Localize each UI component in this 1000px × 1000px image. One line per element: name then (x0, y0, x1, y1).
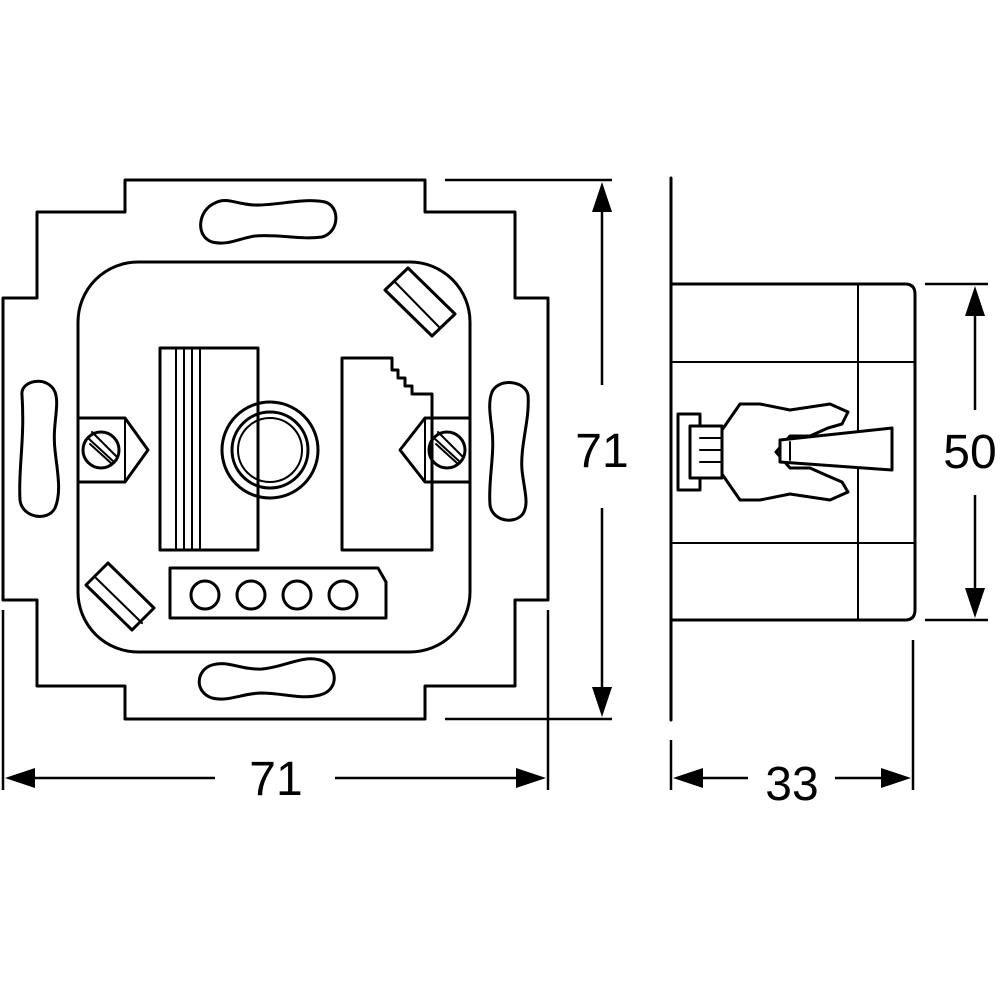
left-screw-terminal (76, 416, 150, 484)
side-height-dimension: 50 (925, 282, 997, 622)
bottom-left-clip (84, 561, 156, 632)
insert-body (76, 260, 472, 654)
left-slot (18, 380, 61, 518)
side-view (669, 176, 917, 722)
top-right-clip (383, 266, 457, 338)
right-slot (488, 381, 530, 522)
front-width-label: 71 (249, 753, 302, 806)
left-terminal-block (158, 346, 260, 552)
side-depth-dimension: 33 (669, 640, 915, 811)
connector-strip (168, 566, 388, 620)
housing-side (669, 282, 917, 622)
top-slot (199, 199, 338, 245)
front-height-dimension: 71 (445, 178, 629, 721)
right-screw-terminal (398, 416, 472, 484)
right-terminal-block (340, 356, 434, 552)
front-view (1, 178, 550, 721)
front-width-dimension: 71 (1, 610, 550, 806)
bottom-slot (197, 657, 336, 701)
center-knob (220, 400, 320, 500)
side-mechanism (676, 402, 894, 502)
side-depth-label: 33 (765, 758, 818, 811)
side-height-label: 50 (943, 426, 996, 479)
mounting-plate-outline (1, 178, 550, 721)
front-height-label: 71 (575, 425, 628, 478)
